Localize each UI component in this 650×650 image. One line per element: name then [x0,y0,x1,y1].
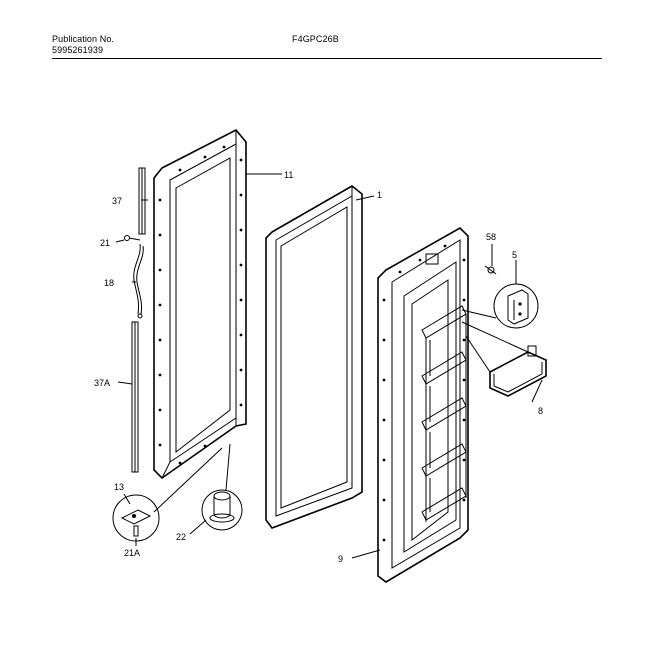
callout-8: 8 [538,406,543,416]
callout-13: 13 [114,482,124,492]
callout-58: 58 [486,232,496,242]
shelf-bin-part-8 [461,321,547,397]
detail-circle-part-5 [461,283,539,329]
callout-9: 9 [338,554,343,564]
screw-part-21 [124,235,141,241]
callout-11: 11 [284,170,293,180]
bottom-strip-part-37a [131,321,139,473]
door-liner-part-9 [377,227,469,583]
screw-part-58 [484,265,497,275]
callout-22: 22 [176,532,186,542]
cable-part-18 [133,243,144,319]
detail-circle-part-13-21a [112,447,223,542]
callout-5: 5 [512,250,517,260]
plug-part-22 [201,443,243,531]
callout-37a: 37A [94,378,110,388]
top-strip-part-37 [138,167,146,235]
callout-18: 18 [104,278,114,288]
leader-lines [115,173,543,559]
callout-1: 1 [377,190,382,200]
publication-number: 5995261939 [52,45,104,55]
publication-label: Publication No. [52,34,115,44]
door-gasket-part-1 [265,185,363,529]
callout-21: 21 [100,238,110,248]
door-frame-part-11 [153,128,247,480]
model-number: F4GPC26B [292,34,339,44]
callout-21a: 21A [124,548,140,558]
header-rule [52,58,602,59]
callout-37: 37 [112,196,122,206]
